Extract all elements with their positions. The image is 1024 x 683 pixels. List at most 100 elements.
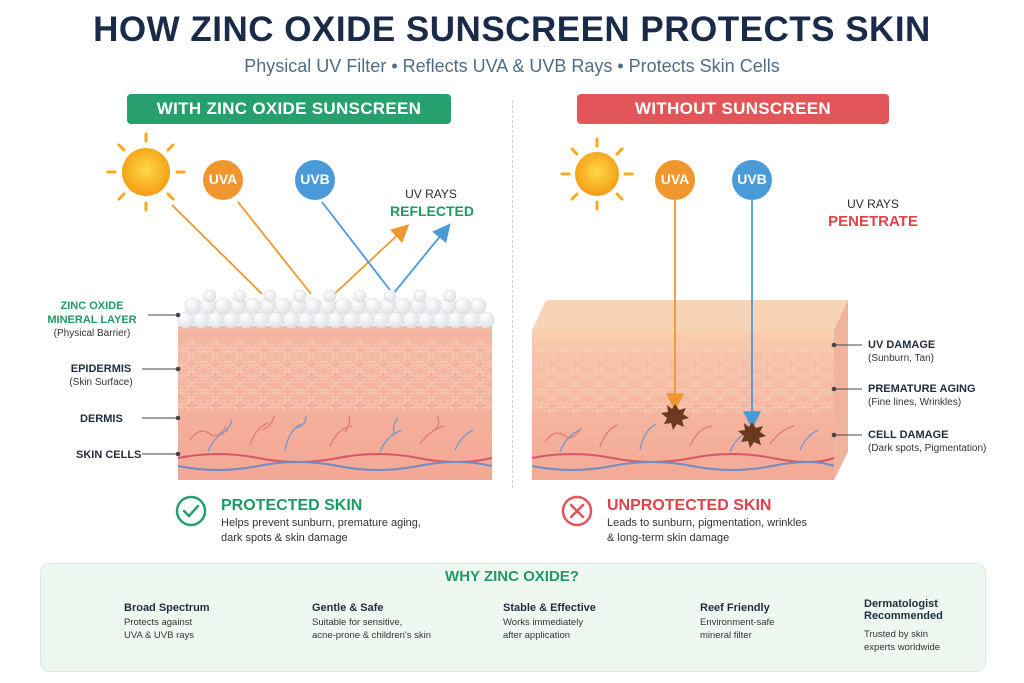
zinc-oxide-particle xyxy=(334,297,352,315)
feature-description: Suitable for sensitive, acne-prone & chi… xyxy=(312,616,452,642)
without-sunscreen-banner: WITHOUT SUNSCREEN xyxy=(577,94,889,124)
zinc-oxide-label-line2: MINERAL LAYER xyxy=(47,314,137,326)
rays-reflected-label: REFLECTED xyxy=(390,203,474,219)
rays-penetrate-label: PENETRATE xyxy=(828,213,918,230)
zinc-oxide-particle xyxy=(282,311,300,329)
rays-caption-left: UV RAYS xyxy=(405,187,457,201)
zinc-oxide-particle xyxy=(477,311,495,329)
feature-title: Reef Friendly xyxy=(700,602,770,614)
zinc-oxide-particle xyxy=(237,311,255,329)
unprotected-skin-desc-line2: & long-term skin damage xyxy=(607,532,730,544)
protected-skin-desc-line2: dark spots & skin damage xyxy=(221,532,348,544)
uva-label-left: UVA xyxy=(208,171,238,187)
center-divider xyxy=(512,100,513,488)
zinc-oxide-particle xyxy=(304,297,322,315)
uv-damage-label-title: UV DAMAGE xyxy=(868,339,936,351)
cell-damage-label: CELL DAMAGE (Dark spots, Pigmentation) xyxy=(868,428,1018,456)
protected-skin-desc-line1: Helps prevent sunburn, premature aging, xyxy=(221,517,421,529)
feature-description: Environment-safe mineral filter xyxy=(700,616,800,642)
zinc-oxide-particle xyxy=(462,311,480,329)
epidermis-label-sub: (Skin Surface) xyxy=(69,377,133,388)
feature-title: Stable & Effective xyxy=(503,602,596,614)
zinc-oxide-particle xyxy=(383,289,397,303)
feature-description: Trusted by skin experts worldwide xyxy=(864,628,974,654)
uv-damage-label-sub: (Sunburn, Tan) xyxy=(868,353,934,364)
uva-badge-right xyxy=(655,160,695,200)
feature-desc-line1: Trusted by skin xyxy=(864,629,929,640)
protected-skin-description: Helps prevent sunburn, premature aging, … xyxy=(221,516,481,546)
zinc-oxide-particle xyxy=(454,297,472,315)
feature-desc-line1: Protects against xyxy=(124,617,193,628)
unprotected-skin-desc-line1: Leads to sunburn, pigmentation, wrinkles xyxy=(607,517,807,529)
zinc-oxide-mineral-layer xyxy=(177,289,495,329)
feature-desc-line1: Suitable for sensitive, xyxy=(312,617,403,628)
feature-desc-line1: Works immediately xyxy=(503,617,584,628)
zinc-oxide-particle xyxy=(297,311,315,329)
zinc-oxide-particle xyxy=(244,297,262,315)
epidermis-label: EPIDERMIS (Skin Surface) xyxy=(60,362,142,390)
x-circle-icon xyxy=(561,495,593,527)
zinc-oxide-particle xyxy=(312,311,330,329)
cell-damage-label-title: CELL DAMAGE xyxy=(868,429,949,441)
premature-aging-label-sub: (Fine lines, Wrinkles) xyxy=(868,397,962,408)
zinc-oxide-particle xyxy=(364,297,382,315)
zinc-oxide-particle xyxy=(323,289,337,303)
zinc-oxide-particle xyxy=(263,289,277,303)
zinc-oxide-particle xyxy=(447,311,465,329)
zinc-oxide-particle xyxy=(293,289,307,303)
zinc-oxide-particle xyxy=(327,311,345,329)
feature-desc-line2: acne-prone & children's skin xyxy=(312,630,432,641)
uva-badge-left xyxy=(203,160,243,200)
protected-skin-block xyxy=(177,326,493,480)
zinc-oxide-particle xyxy=(357,311,375,329)
zinc-oxide-label-sub: (Physical Barrier) xyxy=(53,328,131,339)
feature-desc-line1: Environment-safe xyxy=(700,617,775,628)
zinc-oxide-particle xyxy=(274,297,292,315)
zinc-oxide-particle xyxy=(353,289,367,303)
feature-desc-line2: experts worldwide xyxy=(864,642,941,653)
zinc-oxide-particle xyxy=(177,311,195,329)
feature-desc-line2: UVA & UVB rays xyxy=(124,630,195,641)
zinc-oxide-particle xyxy=(424,297,442,315)
feature-description: Works immediately after application xyxy=(503,616,623,642)
feature-title-line2: Recommended xyxy=(864,610,943,622)
unprotected-skin-description: Leads to sunburn, pigmentation, wrinkles… xyxy=(607,516,877,546)
zinc-oxide-particle xyxy=(267,311,285,329)
uvb-label-left: UVB xyxy=(300,171,330,187)
why-zinc-oxide-panel xyxy=(40,563,986,672)
zinc-oxide-particle xyxy=(214,297,232,315)
check-circle-icon xyxy=(175,495,207,527)
zinc-oxide-particle xyxy=(394,297,412,315)
feature-title: Broad Spectrum xyxy=(124,602,210,614)
feature-title: Dermatologist xyxy=(864,598,938,610)
zinc-oxide-particle xyxy=(222,311,240,329)
leader-lines-right xyxy=(831,342,862,438)
zinc-oxide-particle xyxy=(252,311,270,329)
feature-description: Protects against UVA & UVB rays xyxy=(124,616,244,642)
skin-cells-label: SKIN CELLS xyxy=(76,449,142,461)
page-title: HOW ZINC OXIDE SUNSCREEN PROTECTS SKIN xyxy=(93,10,931,49)
page-subtitle: Physical UV Filter • Reflects UVA & UVB … xyxy=(244,56,780,76)
leader-lines-left xyxy=(142,312,181,457)
feature-gentle-safe: Gentle & Safe Suitable for sensitive, ac… xyxy=(312,602,452,642)
why-zinc-oxide-title: WHY ZINC OXIDE? xyxy=(445,568,579,585)
feature-desc-line2: after application xyxy=(503,630,571,641)
zinc-oxide-particle xyxy=(402,311,420,329)
with-sunscreen-banner: WITH ZINC OXIDE SUNSCREEN xyxy=(127,94,451,124)
zinc-oxide-particle xyxy=(469,297,487,315)
premature-aging-label: PREMATURE AGING (Fine lines, Wrinkles) xyxy=(868,382,1018,410)
uvb-badge-right xyxy=(732,160,772,200)
unprotected-skin-block xyxy=(531,300,848,480)
uva-label-right: UVA xyxy=(660,171,690,187)
feature-desc-line2: mineral filter xyxy=(700,630,752,641)
uvb-label-right: UVB xyxy=(737,171,767,187)
uvb-badge-left xyxy=(295,160,335,200)
zinc-oxide-particle xyxy=(207,311,225,329)
zinc-oxide-label-line1: ZINC OXIDE xyxy=(60,300,124,312)
damage-burst-icon xyxy=(661,404,766,448)
dermis-label: DERMIS xyxy=(80,413,123,425)
zinc-oxide-particle xyxy=(192,311,210,329)
zinc-oxide-particle xyxy=(387,311,405,329)
uv-damage-label: UV DAMAGE (Sunburn, Tan) xyxy=(868,338,1018,366)
